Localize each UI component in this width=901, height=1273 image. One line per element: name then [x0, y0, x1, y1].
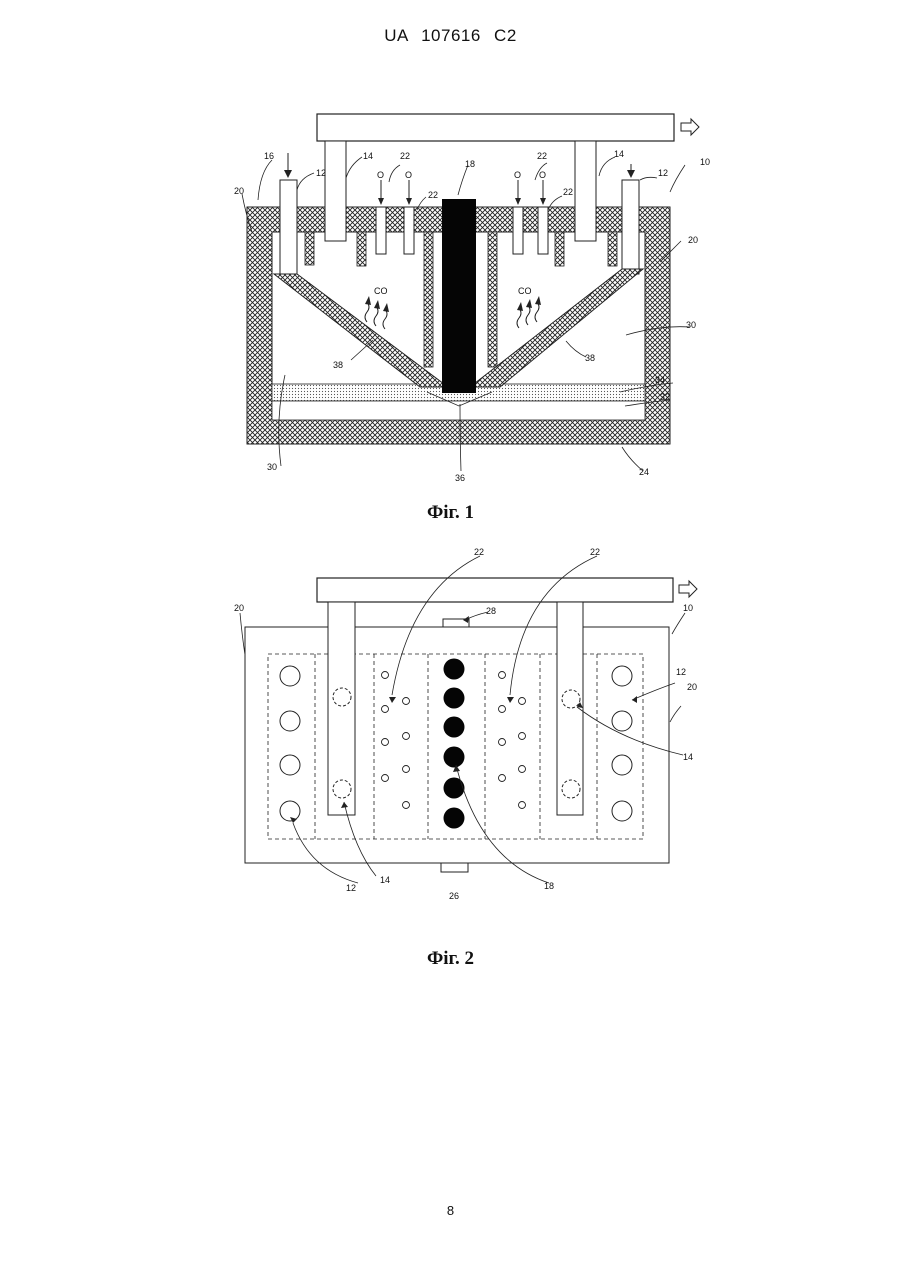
label-28: 28	[486, 606, 496, 616]
label-10: 10	[683, 603, 693, 613]
label-12-right: 12	[676, 667, 686, 677]
label-20-right: 20	[687, 682, 697, 692]
label-14-left: 14	[380, 875, 390, 885]
outlet-arrow-icon	[679, 581, 697, 597]
label-12-left: 12	[346, 883, 356, 893]
page-number: 8	[0, 1203, 901, 1218]
figure-2-caption: Фіг. 2	[0, 948, 901, 970]
label-18: 18	[544, 881, 554, 891]
figure-2-diagram: 22 22 28 10 20 12 20 14 12 14 18 26	[0, 0, 901, 940]
label-26: 26	[449, 891, 459, 901]
label-14-right: 14	[683, 752, 693, 762]
tap-26	[441, 863, 468, 872]
busbar	[317, 578, 673, 602]
label-22-right: 22	[590, 547, 600, 557]
label-20-left: 20	[234, 603, 244, 613]
label-22-left: 22	[474, 547, 484, 557]
